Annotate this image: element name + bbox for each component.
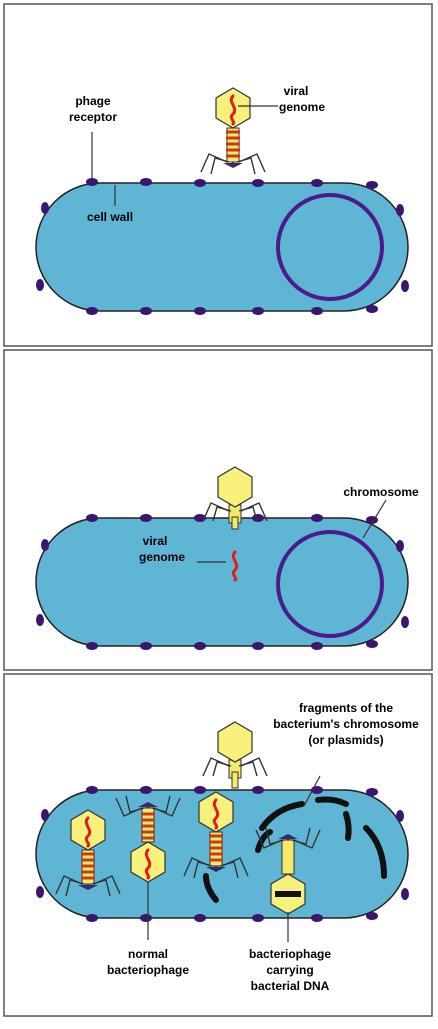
label-viral-genome-line1: viral <box>284 84 309 98</box>
bacterium-cell <box>35 182 409 312</box>
chromosome-leader <box>362 499 387 539</box>
phage-receptors <box>36 178 409 315</box>
panel-3: fragments of the bacterium's chromosome … <box>35 701 419 993</box>
label-fragments-line2: bacterium's chromosome <box>273 717 419 731</box>
label-phage-receptor-line1: phage <box>75 94 111 108</box>
bacterium-cell <box>35 517 409 647</box>
chromosome-fragments <box>203 796 387 903</box>
phage-carrying-bacterial-dna <box>255 827 321 915</box>
bacterial-chromosome <box>276 193 384 301</box>
label-phage-receptor-line2: receptor <box>69 110 117 124</box>
label-normal-line2: bacteriophage <box>107 963 189 977</box>
bacteriophage-attached <box>202 721 268 789</box>
label-fragments-line3: (or plasmids) <box>308 733 383 747</box>
panel-1: phage receptor cell wall viral genome <box>35 84 409 315</box>
bacterial-chromosome <box>276 530 384 638</box>
fragments-leader <box>303 775 321 807</box>
label-viral-genome-line2: genome <box>279 100 325 114</box>
label-chromosome: chromosome <box>343 485 419 499</box>
phage-receptors <box>36 786 409 922</box>
bacteriophage-injecting <box>202 466 268 530</box>
label-carrying-line2: carrying <box>266 963 313 977</box>
bacterial-dna-fragment <box>275 891 301 897</box>
label-viral-genome-line2: genome <box>139 550 185 564</box>
label-viral-genome-line1: viral <box>143 534 168 548</box>
label-carrying-line3: bacterial DNA <box>251 979 330 993</box>
label-fragments-line1: fragments of the <box>299 701 393 715</box>
label-cell-wall: cell wall <box>87 210 133 224</box>
label-normal-line1: normal <box>128 947 168 961</box>
panel-2: viral genome chromosome <box>35 466 419 650</box>
label-carrying-line1: bacteriophage <box>249 947 331 961</box>
